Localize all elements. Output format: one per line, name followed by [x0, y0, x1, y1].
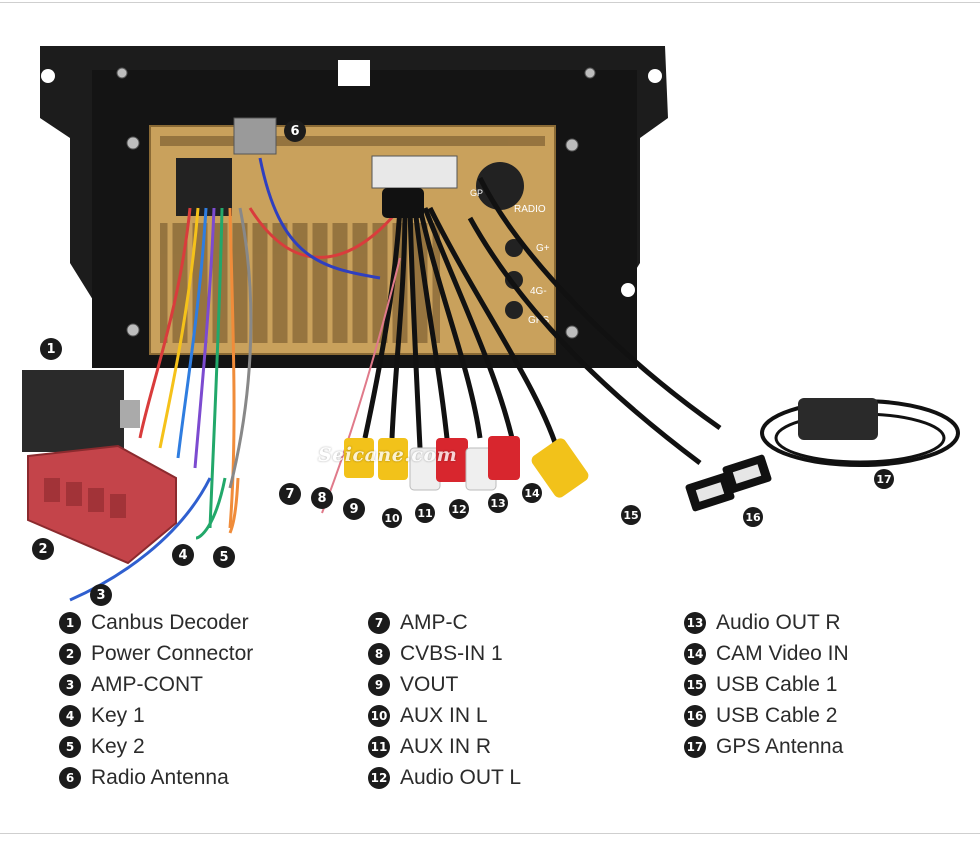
legend-item: 4 Key 1	[59, 700, 253, 731]
legend-item: 10 AUX IN L	[368, 700, 521, 731]
legend-item: 15 USB Cable 1	[684, 669, 849, 700]
legend-item: 13 Audio OUT R	[684, 607, 849, 638]
legend-number: 8	[368, 642, 390, 665]
legend-number: 1	[59, 611, 81, 634]
legend-item: 11 AUX IN R	[368, 731, 521, 762]
callout-2: 2	[32, 538, 54, 560]
callout-11: 11	[415, 503, 435, 523]
wiring-harness-photo: RADIO G+ 4G- GPS GP	[22, 46, 960, 602]
legend-item: 7 AMP-C	[368, 607, 521, 638]
seicane-watermark: Seicane.com	[318, 444, 458, 466]
legend-number: 2	[59, 642, 81, 665]
callout-10: 10	[382, 508, 402, 528]
legend-label: CVBS-IN 1	[400, 641, 503, 665]
callout-16: 16	[743, 507, 763, 527]
callout-17: 17	[874, 469, 894, 489]
legend-column-2: 7 AMP-C 8 CVBS-IN 1 9 VOUT 10 AUX IN L 11 AUX…	[368, 607, 521, 793]
legend-number: 17	[684, 735, 706, 758]
legend-item: 1 Canbus Decoder	[59, 607, 253, 638]
legend-item: 2 Power Connector	[59, 638, 253, 669]
callout-15: 15	[621, 505, 641, 525]
legend-label: USB Cable 1	[716, 672, 838, 696]
legend-item: 14 CAM Video IN	[684, 638, 849, 669]
legend-number: 3	[59, 673, 81, 696]
callout-8: 8	[311, 487, 333, 509]
callout-3: 3	[90, 584, 112, 606]
legend-label: USB Cable 2	[716, 703, 838, 727]
legend-number: 5	[59, 735, 81, 758]
legend-label: GPS Antenna	[716, 734, 844, 758]
legend-label: Radio Antenna	[91, 765, 229, 789]
legend-number: 14	[684, 642, 706, 665]
canbus-decoder-box	[22, 370, 124, 452]
callout-12: 12	[449, 499, 469, 519]
radio-port-label: RADIO	[514, 204, 546, 215]
legend-number: 6	[59, 766, 81, 789]
legend-item: 8 CVBS-IN 1	[368, 638, 521, 669]
rca-plugs	[344, 436, 589, 498]
legend-item: 3 AMP-CONT	[59, 669, 253, 700]
legend-item: 16 USB Cable 2	[684, 700, 849, 731]
callout-9: 9	[343, 498, 365, 520]
4g-port-label: 4G-	[530, 286, 547, 297]
legend-label: Power Connector	[91, 641, 254, 665]
legend-label: Canbus Decoder	[91, 610, 249, 634]
legend-label: Key 2	[91, 734, 145, 758]
callout-6: 6	[284, 120, 306, 142]
legend-number: 12	[368, 766, 390, 789]
legend-item: 9 VOUT	[368, 669, 521, 700]
legend-label: CAM Video IN	[716, 641, 849, 665]
legend-number: 13	[684, 611, 706, 634]
callout-14: 14	[522, 483, 542, 503]
legend-label: AMP-C	[400, 610, 468, 634]
legend-number: 7	[368, 611, 390, 634]
g-plus-port-label: G+	[536, 243, 550, 254]
legend-number: 4	[59, 704, 81, 727]
legend-label: VOUT	[400, 672, 459, 696]
legend-label: AMP-CONT	[91, 672, 203, 696]
callout-13: 13	[488, 493, 508, 513]
legend-label: Key 1	[91, 703, 145, 727]
bottom-divider	[0, 833, 980, 834]
gp-port-label: GP	[470, 188, 483, 198]
callout-5: 5	[213, 546, 235, 568]
gps-port-label: GPS	[528, 315, 549, 326]
legend-label: Audio OUT L	[400, 765, 522, 789]
legend-item: 6 Radio Antenna	[59, 762, 253, 793]
legend-number: 16	[684, 704, 706, 727]
legend-label: Audio OUT R	[716, 610, 841, 634]
legend-item: 12 Audio OUT L	[368, 762, 521, 793]
legend-item: 5 Key 2	[59, 731, 253, 762]
top-divider	[0, 2, 980, 3]
gps-antenna	[798, 398, 878, 440]
callout-7: 7	[279, 483, 301, 505]
legend-label: AUX IN R	[400, 734, 492, 758]
legend-number: 15	[684, 673, 706, 696]
legend-item: 17 GPS Antenna	[684, 731, 849, 762]
legend-number: 11	[368, 735, 390, 758]
legend-number: 9	[368, 673, 390, 696]
callout-1: 1	[40, 338, 62, 360]
legend-label: AUX IN L	[400, 703, 488, 727]
legend-number: 10	[368, 704, 390, 727]
legend-column-1: 1 Canbus Decoder 2 Power Connector 3 AMP-CO…	[59, 607, 253, 793]
callout-4: 4	[172, 544, 194, 566]
